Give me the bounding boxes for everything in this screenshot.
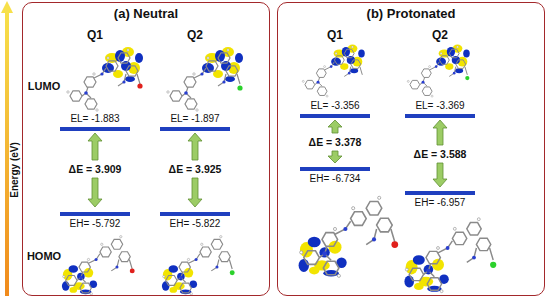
energy-value: EH= -6.734 — [310, 173, 361, 185]
orbital-label: LUMO — [28, 80, 60, 93]
panel-box: (b) Protonated — [277, 2, 545, 296]
gap-value: ΔE = 3.925 — [169, 163, 222, 176]
energy-value: EH= -5.822 — [170, 218, 221, 230]
energy-value: EH= -5.792 — [70, 218, 121, 230]
panel-title: (b) Protonated — [278, 3, 544, 21]
energy-value: EL= -3.356 — [310, 100, 359, 112]
gap-value: ΔE = 3.588 — [414, 148, 467, 161]
gap-value: ΔE = 3.378 — [309, 136, 362, 149]
gap-value: ΔE = 3.909 — [69, 163, 122, 176]
energy-value: EL= -1.897 — [170, 113, 219, 125]
column-label: Q2 — [187, 28, 203, 42]
axis-label: Energy (eV) — [9, 142, 21, 198]
energy-value: EH= -6.957 — [415, 197, 466, 209]
column-label: Q1 — [327, 28, 343, 42]
energy-value: EL= -1.883 — [70, 113, 119, 125]
column-label: Q2 — [432, 28, 448, 42]
column-label: Q1 — [87, 28, 103, 42]
panel-title: (a) Neutral — [23, 3, 269, 21]
orbital-label: HOMO — [27, 250, 61, 263]
energy-value: EL= -3.369 — [415, 100, 464, 112]
